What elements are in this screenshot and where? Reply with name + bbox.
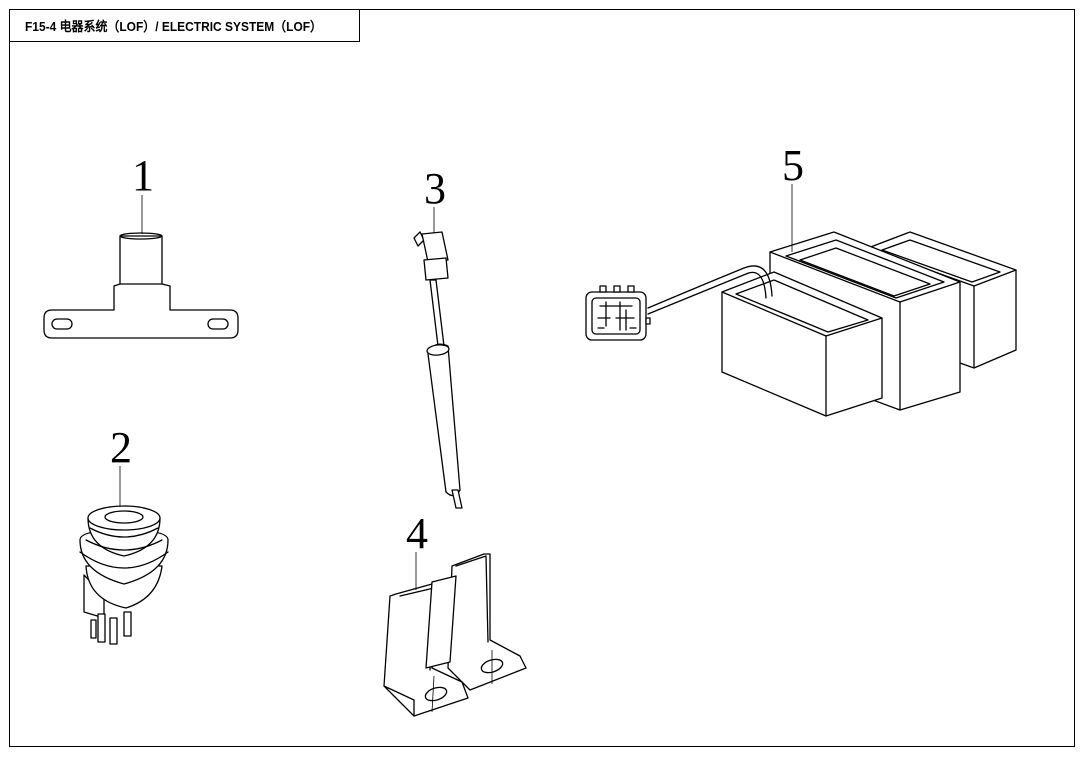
part-label-2: 2 <box>110 423 132 472</box>
part-label-5: 5 <box>782 141 804 190</box>
license-plate-bracket-icon <box>43 232 239 339</box>
title-box: F15-4 电器系统（LOF）/ ELECTRIC SYSTEM（LOF） <box>9 9 360 42</box>
relay-block-icon <box>585 231 1017 417</box>
drawing-frame <box>9 9 1075 747</box>
part-label-3: 3 <box>424 164 446 213</box>
page-title: F15-4 电器系统（LOF）/ ELECTRIC SYSTEM（LOF） <box>25 18 323 34</box>
mounting-bracket-icon <box>383 553 527 717</box>
sensor-harness-icon <box>413 231 463 509</box>
part-label-4: 4 <box>406 509 428 558</box>
push-switch-icon <box>79 505 169 645</box>
part-label-1: 1 <box>132 151 154 200</box>
